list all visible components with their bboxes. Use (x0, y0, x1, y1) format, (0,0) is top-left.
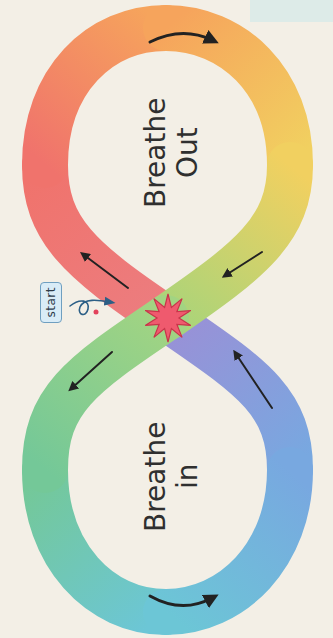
loop-label-holder: Breathe in (140, 414, 204, 539)
start-label: start (44, 287, 58, 317)
start-tag: start (40, 282, 62, 323)
breath-label: Breathe in (140, 414, 204, 539)
loop-label-holder: Breathe Out (140, 90, 204, 215)
breath-label: Breathe Out (140, 90, 204, 215)
